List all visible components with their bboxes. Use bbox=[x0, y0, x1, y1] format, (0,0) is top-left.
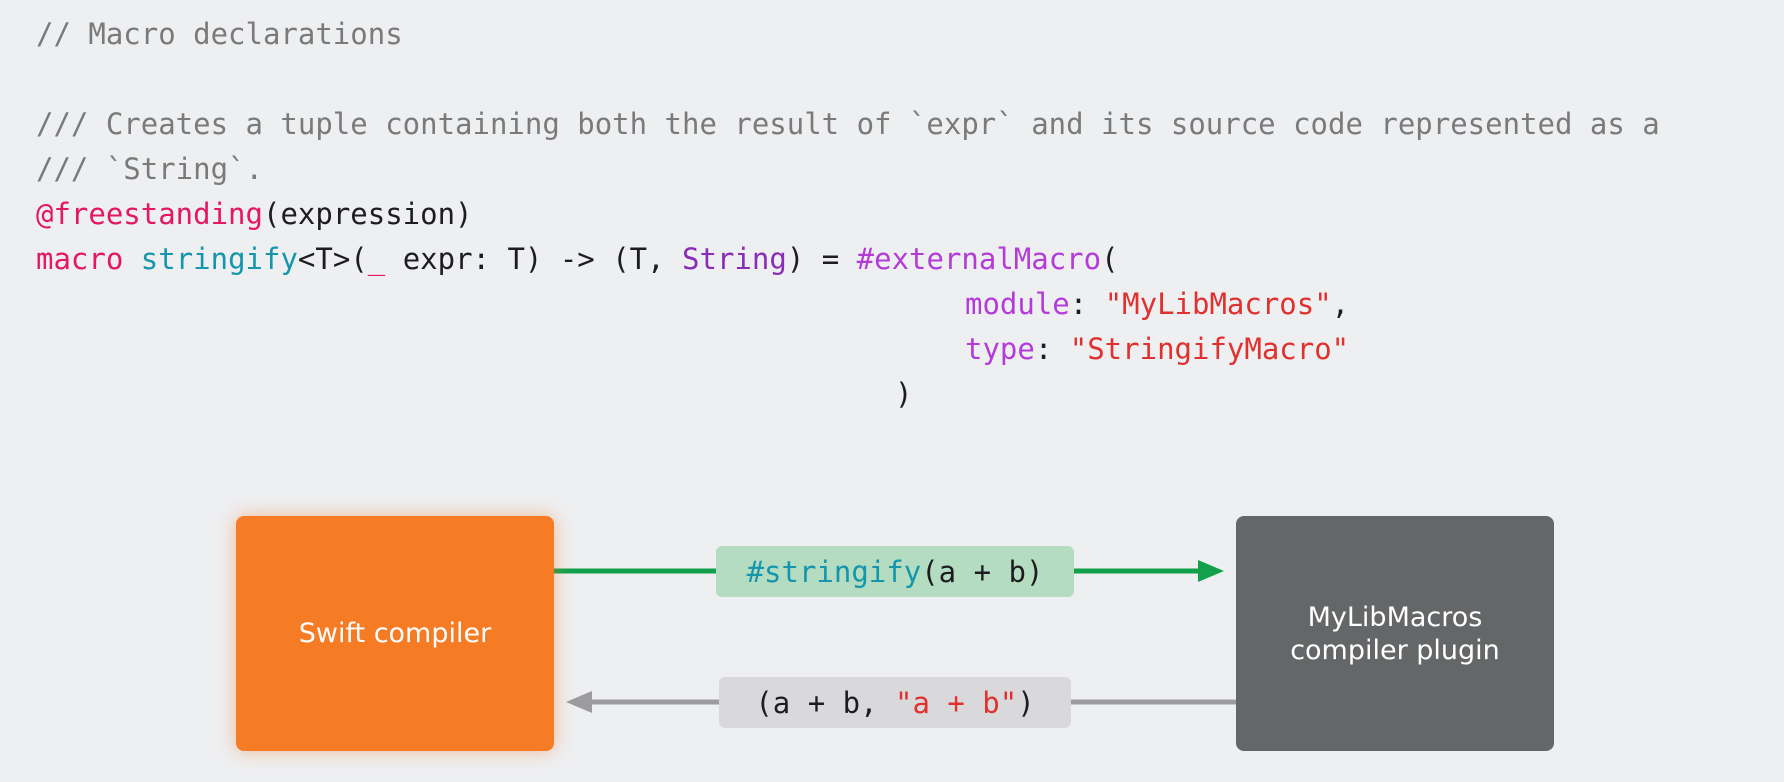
response-open: (a + b, bbox=[755, 685, 895, 720]
response-string: "a + b" bbox=[895, 685, 1018, 720]
module-string: "MyLibMacros" bbox=[1104, 287, 1332, 321]
colon: : bbox=[1069, 287, 1105, 321]
plugin-label-line-2: compiler plugin bbox=[1290, 634, 1500, 666]
underscore-label: _ bbox=[367, 242, 386, 276]
equals-sign: ) = bbox=[786, 242, 857, 276]
response-arrow-head bbox=[566, 691, 592, 713]
comma: , bbox=[1331, 287, 1350, 321]
open-paren: ( bbox=[1101, 242, 1119, 276]
type-string: "StringifyMacro" bbox=[1069, 332, 1350, 366]
freestanding-attribute: @freestanding bbox=[36, 197, 263, 231]
doc-comment-line-2: /// `String`. bbox=[36, 152, 263, 186]
type-label: type bbox=[965, 332, 1035, 366]
macro-name: stringify bbox=[140, 242, 298, 276]
external-macro: #externalMacro bbox=[856, 242, 1102, 276]
parameter-clause: expr: T) -> (T, bbox=[385, 242, 683, 276]
comment-macro-declarations: // Macro declarations bbox=[36, 17, 403, 51]
attribute-line: @freestanding(expression) bbox=[36, 194, 473, 234]
generic-clause: <T>( bbox=[297, 242, 368, 276]
macro-keyword: macro bbox=[36, 242, 124, 276]
attribute-argument: (expression) bbox=[262, 197, 473, 231]
module-argument-line: module: "MyLibMacros", bbox=[965, 284, 1349, 324]
module-label: module bbox=[965, 287, 1070, 321]
request-arrow-head bbox=[1198, 560, 1224, 582]
colon: : bbox=[1034, 332, 1070, 366]
macro-declaration-line: macro stringify<T>(_ expr: T) -> (T, Str… bbox=[36, 239, 1119, 279]
request-macro: #stringify bbox=[746, 554, 922, 589]
request-args: (a + b) bbox=[921, 554, 1044, 589]
swift-compiler-box: Swift compiler bbox=[236, 516, 554, 751]
request-pill: #stringify(a + b) bbox=[716, 546, 1074, 597]
doc-comment-line-1: /// Creates a tuple containing both the … bbox=[36, 107, 1660, 141]
compiler-plugin-box: MyLibMacros compiler plugin bbox=[1236, 516, 1554, 751]
plugin-label-line-1: MyLibMacros bbox=[1307, 601, 1483, 633]
string-type: String bbox=[682, 242, 787, 276]
response-pill: (a + b, "a + b") bbox=[719, 677, 1071, 728]
swift-compiler-label: Swift compiler bbox=[298, 618, 492, 649]
type-argument-line: type: "StringifyMacro" bbox=[965, 329, 1349, 369]
response-close: ) bbox=[1017, 685, 1035, 720]
close-paren: ) bbox=[895, 377, 913, 411]
